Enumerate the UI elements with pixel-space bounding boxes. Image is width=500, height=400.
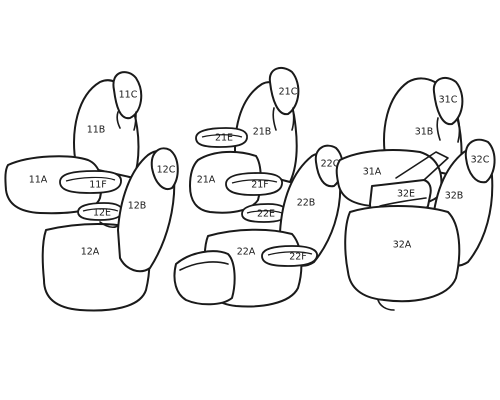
label-32A: 32A [393, 240, 412, 251]
seat-group-row3: 31C 31B 31A 32E 32C 32B 32A [335, 76, 496, 311]
part-21C-shape [268, 66, 300, 116]
part-31C-shape [432, 76, 464, 126]
leg-rest-shape [173, 250, 236, 306]
label-31B: 31B [415, 127, 434, 138]
label-22F: 22F [289, 252, 307, 263]
part-21E-shape [195, 127, 248, 148]
seat-group-row1: 11C 11B 11A 11F 12E 12C 12B 12A [4, 71, 179, 312]
label-21B: 21B [253, 127, 272, 138]
label-22A: 22A [237, 247, 256, 258]
label-11F: 11F [89, 180, 107, 191]
part-11F-shape [59, 170, 122, 194]
label-12E: 12E [93, 208, 111, 219]
label-32C: 32C [471, 155, 490, 166]
label-12B: 12B [128, 201, 147, 212]
part-22F-shape [261, 245, 318, 267]
label-12A: 12A [81, 247, 100, 258]
part-21F-shape [225, 172, 283, 196]
seat-group-row2: 21C 21B 21E 21A 21F 22E 22C 22B 22A 22F [173, 66, 344, 308]
label-21E: 21E [215, 133, 233, 144]
label-31C: 31C [439, 95, 458, 106]
label-12C: 12C [157, 165, 176, 176]
part-32A-shape [344, 205, 461, 303]
label-32B: 32B [445, 191, 464, 202]
label-11B: 11B [87, 125, 106, 136]
part-11C-shape [112, 71, 143, 120]
label-22C: 22C [321, 159, 340, 170]
part-32C-shape [464, 138, 496, 184]
label-21A: 21A [197, 175, 216, 186]
label-22E: 22E [257, 209, 275, 220]
label-22B: 22B [297, 198, 316, 209]
label-11A: 11A [29, 175, 48, 186]
label-21F: 21F [251, 180, 269, 191]
label-32E: 32E [397, 189, 415, 200]
label-31A: 31A [363, 167, 382, 178]
label-11C: 11C [119, 90, 138, 101]
label-21C: 21C [279, 87, 298, 98]
part-12C-shape [150, 147, 179, 190]
